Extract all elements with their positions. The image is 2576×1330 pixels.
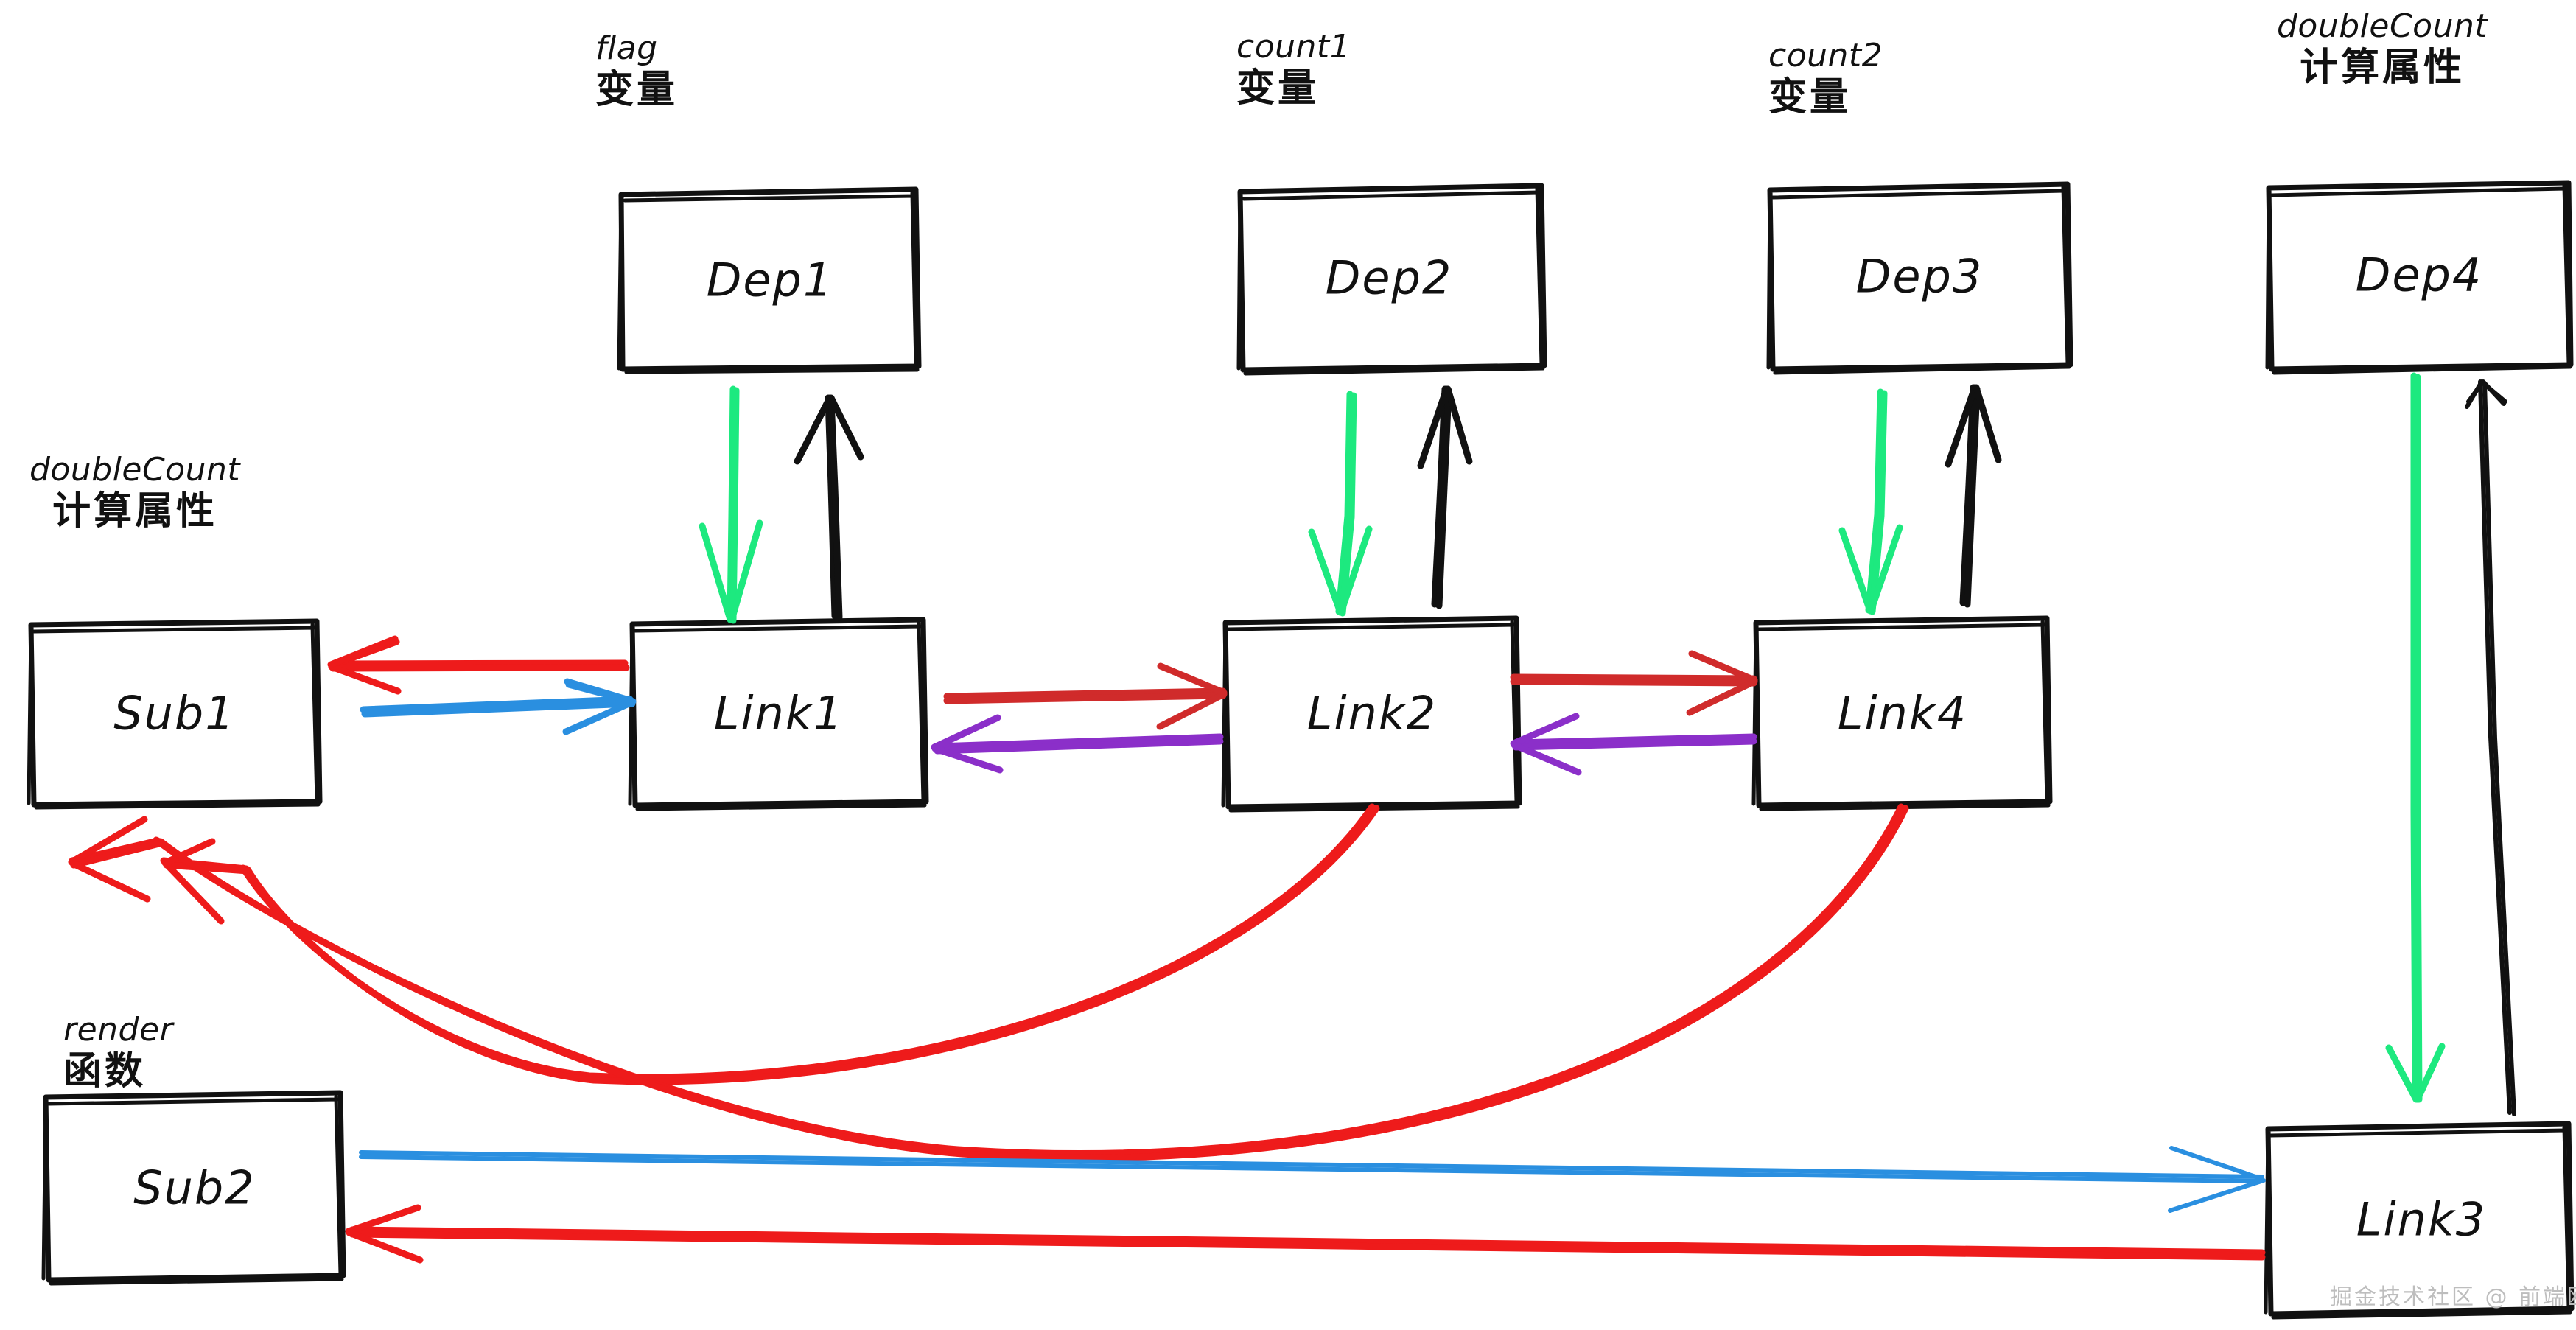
box-link1 (628, 617, 929, 811)
label-render-en: render (63, 1011, 174, 1049)
box-link2 (1221, 615, 1522, 813)
arrow-link4-to-link2 (1510, 713, 1757, 776)
node-label-dep3: Dep3 (1855, 249, 1984, 304)
label-count2-cn: 变量 (1768, 74, 1852, 119)
label-flag-en: flag (595, 29, 658, 67)
arrow-link4-to-dep3 (1945, 384, 2002, 608)
arrow-link2-to-dep2 (1417, 385, 1473, 609)
arrow-link4-to-sub1-curve (68, 803, 1909, 1161)
arrow-sub2-to-link3 (359, 1146, 2266, 1213)
node-label-link3: Link3 (2356, 1192, 2487, 1247)
arrow-sub1-to-link1 (360, 678, 637, 735)
node-label-link2: Link2 (1306, 686, 1438, 741)
label-doublecount-right-cn: 计算属性 (2300, 45, 2465, 90)
arrow-link1-to-sub1 (327, 635, 630, 695)
arrow-link2-to-link4 (1510, 650, 1758, 716)
arrow-dep1-to-link1 (699, 385, 763, 624)
label-flag-cn: 变量 (595, 67, 679, 112)
box-dep2 (1236, 183, 1547, 376)
node-label-link1: Link1 (713, 686, 844, 741)
label-doublecount-left-en: doubleCount (29, 451, 241, 489)
label-doublecount-right-en: doubleCount (2277, 7, 2488, 45)
arrow-link2-to-sub1-curve (160, 803, 1380, 1085)
arrow-dep2-to-link2 (1308, 391, 1373, 617)
label-doublecount-left-cn: 计算属性 (52, 489, 218, 533)
box-dep4 (2265, 180, 2574, 375)
node-label-dep1: Dep1 (706, 253, 834, 307)
arrow-link3-to-dep4 (2465, 379, 2516, 1116)
arrow-dep4-to-link3 (2385, 372, 2446, 1103)
arrow-link1-to-link2 (943, 662, 1228, 730)
node-label-sub1: Sub1 (113, 686, 236, 741)
label-doublecount-left: doubleCount 计算属性 (29, 451, 240, 534)
arrow-link1-to-dep1 (794, 394, 864, 621)
label-doublecount-right: doubleCount 计算属性 (2277, 7, 2488, 91)
watermark: 掘金技术社区 @ 前端欧阳 (2330, 1284, 2576, 1310)
node-label-link4: Link4 (1837, 686, 1968, 741)
node-label-dep2: Dep2 (1325, 251, 1453, 305)
box-sub2 (41, 1090, 346, 1286)
box-dep3 (1766, 181, 2073, 375)
box-link4 (1751, 615, 2053, 811)
node-label-sub2: Sub2 (133, 1161, 256, 1215)
label-render-cn: 函数 (63, 1049, 147, 1093)
box-sub1 (27, 618, 323, 810)
label-count1-cn: 变量 (1236, 66, 1320, 111)
box-dep1 (617, 186, 922, 374)
arrow-dep3-to-link4 (1838, 388, 1903, 615)
arrow-link2-to-link1 (931, 714, 1224, 774)
label-count2-en: count2 (1768, 37, 1883, 74)
node-label-dep4: Dep4 (2355, 248, 2483, 302)
box-link3 (2264, 1121, 2575, 1320)
arrow-link3-to-sub2 (345, 1204, 2266, 1264)
label-count1-en: count1 (1236, 28, 1351, 66)
